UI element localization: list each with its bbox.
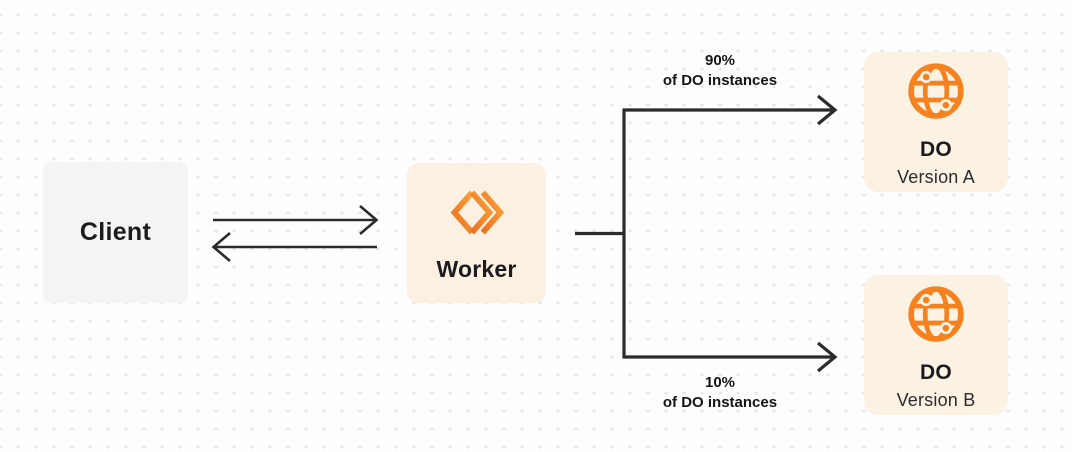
arrow-client-to-worker <box>213 205 379 235</box>
route-top-percent: 90% <box>704 52 736 69</box>
do-version-a-node: DO Version A <box>864 52 1008 192</box>
route-bottom-caption: of DO instances <box>662 394 778 411</box>
client-label: Client <box>79 218 152 246</box>
do-version-a-title: DO <box>919 138 953 161</box>
route-label-bottom: 10% of DO instances <box>610 373 830 413</box>
client-node: Client <box>43 162 188 303</box>
workers-chevron-icon <box>450 190 504 235</box>
do-version-a-subtitle: Version A <box>897 167 975 187</box>
do-version-b-node: DO Version B <box>864 275 1008 415</box>
globe-icon <box>908 63 964 119</box>
globe-icon <box>908 286 964 342</box>
do-version-b-title: DO <box>919 361 953 384</box>
do-version-b-subtitle: Version B <box>896 390 976 410</box>
route-top-caption: of DO instances <box>662 72 778 89</box>
arrow-branch-to-version-a <box>622 94 838 126</box>
worker-node: Worker <box>407 163 546 303</box>
worker-label: Worker <box>436 256 517 282</box>
arrow-worker-to-client <box>211 232 377 262</box>
arrow-branch-to-version-b <box>622 341 838 373</box>
route-label-top: 90% of DO instances <box>610 51 830 91</box>
route-bottom-percent: 10% <box>704 374 736 391</box>
